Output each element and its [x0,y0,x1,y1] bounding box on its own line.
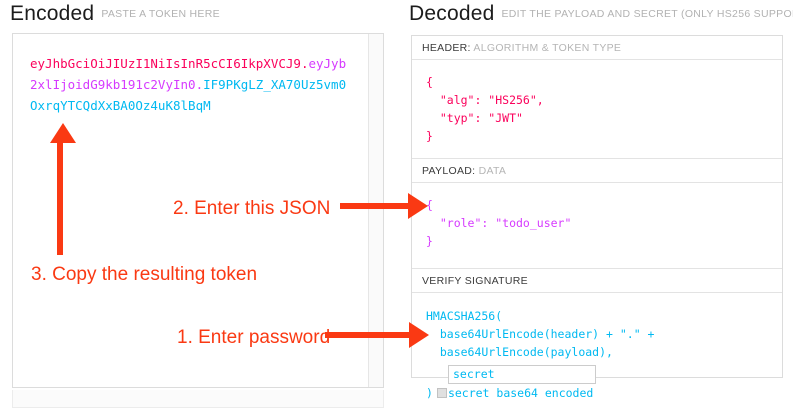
signature-section-label: VERIFY SIGNATURE [412,269,782,293]
annotation-step-2-arrow-shaft [340,203,412,209]
encoded-token-panel[interactable]: eyJhbGciOiJIUzI1NiIsInR5cCI6IkpXVCJ9.eyJ… [12,33,384,388]
encoded-panel-scrollbar[interactable] [368,34,383,387]
annotation-step-1-label: 1. Enter password [177,327,331,348]
payload-json-editor[interactable]: { "role": "todo_user" } [412,183,782,269]
signature-editor: HMACSHA256( base64UrlEncode(header) + ".… [412,293,782,403]
payload-section-label-key: PAYLOAD: [422,165,476,177]
annotation-step-1-arrow-head-icon [409,322,429,348]
hmac-line-1: HMACSHA256( [426,309,503,323]
encoded-subtitle: PASTE A TOKEN HERE [101,8,220,20]
payload-section-label: PAYLOAD: DATA [412,159,782,183]
token-separator-1: . [300,56,309,71]
hmac-line-2: base64UrlEncode(header) + "." + [426,327,655,341]
encoded-column-heading: Encoded PASTE A TOKEN HERE [10,2,220,26]
decoded-column-heading: Decoded EDIT THE PAYLOAD AND SECRET (ONLY… [409,2,793,26]
header-section-label: HEADER: ALGORITHM & TOKEN TYPE [412,36,782,60]
encoded-token-text[interactable]: eyJhbGciOiJIUzI1NiIsInR5cCI6IkpXVCJ9.eyJ… [30,53,352,116]
encoded-panel-footer [12,390,384,408]
annotation-step-3-arrow-head-icon [50,123,76,143]
annotation-step-1-arrow-shaft [325,332,413,338]
encoded-title: Encoded [10,2,95,25]
hmac-line-3: base64UrlEncode(payload), [426,345,613,359]
decoded-panel: HEADER: ALGORITHM & TOKEN TYPE { "alg": … [411,35,783,400]
decoded-title: Decoded [409,2,495,25]
decoded-subtitle: EDIT THE PAYLOAD AND SECRET (ONLY HS256 … [501,8,793,20]
base64-encoded-checkbox[interactable] [436,387,447,398]
token-signature-segment: IF9PKgLZ_XA70Uz5vm0OxrqYTCQdXxBA0Oz4uK8l… [30,77,347,113]
annotation-step-3-arrow-shaft [57,137,63,255]
base64-encoded-label: secret base64 encoded [447,385,594,400]
header-json-editor[interactable]: { "alg": "HS256", "typ": "JWT" } [412,60,782,159]
token-separator-2: . [195,77,204,92]
signature-section-label-key: VERIFY SIGNATURE [422,275,528,287]
payload-section-label-value: DATA [478,165,507,177]
signature-closing-paren: ) [426,385,433,400]
token-header-segment: eyJhbGciOiJIUzI1NiIsInR5cCI6IkpXVCJ9 [30,56,301,71]
annotation-step-2-label: 2. Enter this JSON [173,198,331,219]
secret-input[interactable] [448,364,596,384]
token-payload-segment: eyJyb2xlIjoidG9kb191c2VyIn0 [30,56,347,92]
annotation-step-2-arrow-head-icon [408,193,428,219]
annotation-step-3-label: 3. Copy the resulting token [31,264,258,285]
header-section-label-key: HEADER: [422,42,471,54]
header-section-label-value: ALGORITHM & TOKEN TYPE [473,42,622,54]
